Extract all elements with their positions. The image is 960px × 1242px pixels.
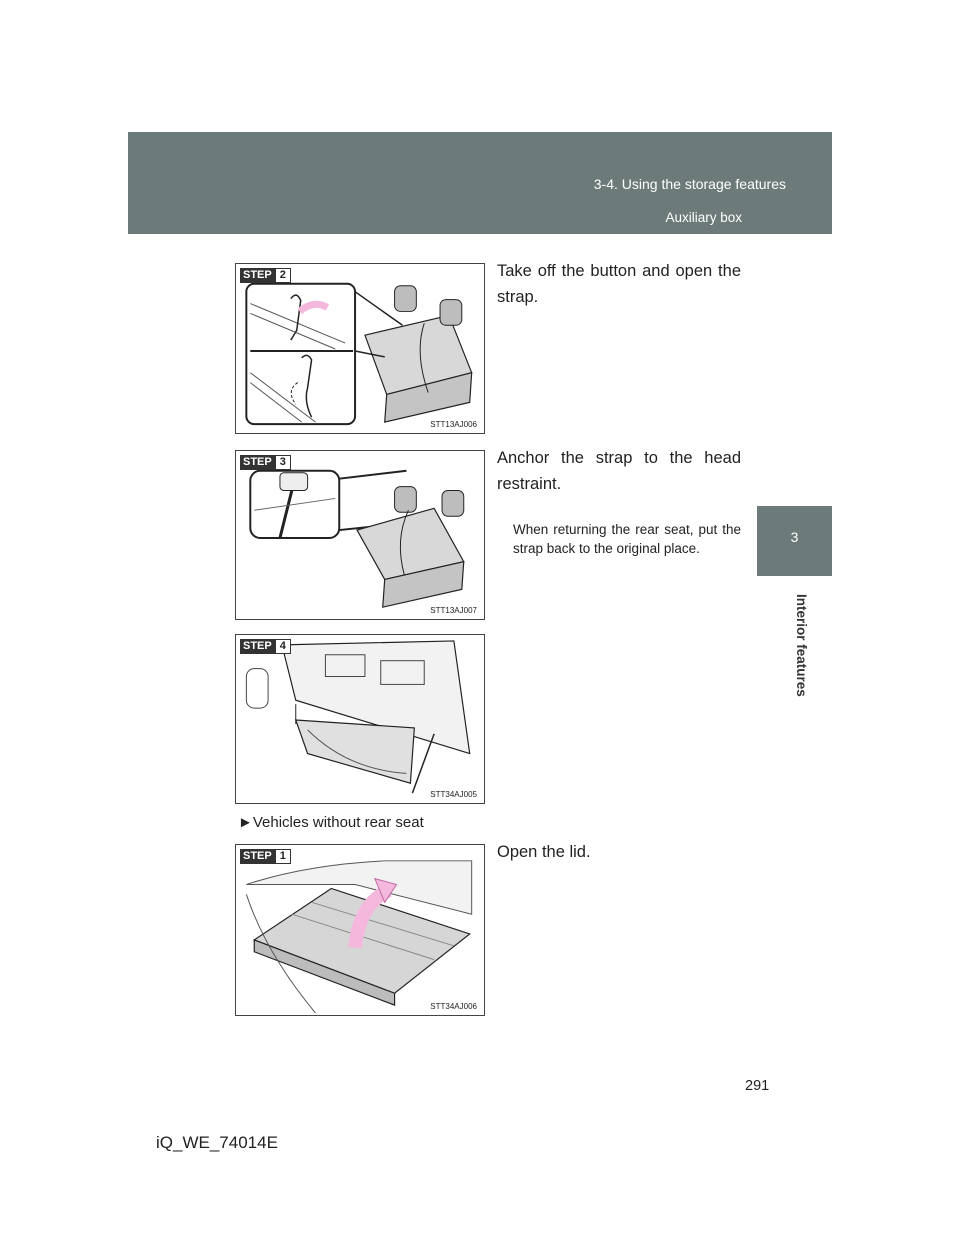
page-header: 3-4. Using the storage features Auxiliar… xyxy=(128,132,832,234)
step-label: STEP xyxy=(240,639,275,654)
page-number: 291 xyxy=(745,1078,770,1094)
seat-strap-illustration xyxy=(245,282,473,426)
step-number: 2 xyxy=(274,268,291,283)
step-number: 3 xyxy=(274,455,291,470)
auxiliary-box-illustration xyxy=(245,640,471,794)
instruction-step-1: Open the lid. xyxy=(497,843,591,861)
step-badge: STEP 1 xyxy=(240,849,291,864)
step-badge: STEP 4 xyxy=(240,639,291,654)
footer-code: iQ_WE_74014E xyxy=(156,1133,278,1152)
chapter-tab: 3 xyxy=(757,506,832,576)
figure-code: STT13AJ007 xyxy=(428,606,479,615)
section-title: 3-4. Using the storage features xyxy=(593,176,786,192)
step-label: STEP xyxy=(240,268,275,283)
vehicle-variant-heading: ►Vehicles without rear seat xyxy=(238,814,424,831)
step-number: 1 xyxy=(274,849,291,864)
instruction-step-2: Take off the button and open the strap. xyxy=(497,262,741,306)
chapter-title: Interior features xyxy=(794,594,809,697)
strap-anchor-illustration xyxy=(249,469,465,608)
step-label: STEP xyxy=(240,849,275,864)
bullet-text: Vehicles without rear seat xyxy=(252,814,424,831)
figure-step-1: STEP 1 STT34AJ006 xyxy=(235,844,485,1016)
step-badge: STEP 2 xyxy=(240,268,291,283)
lid-open-illustration xyxy=(245,860,473,1014)
figure-step-2: STEP 2 STT13AJ006 xyxy=(235,263,485,434)
step-number: 4 xyxy=(274,639,291,654)
subsection-title: Auxiliary box xyxy=(665,210,742,225)
instruction-step-3: Anchor the strap to the head restraint. xyxy=(497,449,741,493)
figure-step-3: STEP 3 STT13AJ007 xyxy=(235,450,485,620)
step-label: STEP xyxy=(240,455,275,470)
figure-code: STT34AJ005 xyxy=(428,790,479,799)
figure-step-4: STEP 4 STT34AJ005 xyxy=(235,634,485,804)
figure-code: STT34AJ006 xyxy=(428,1002,479,1011)
step-badge: STEP 3 xyxy=(240,455,291,470)
instruction-step-3-note: When returning the rear seat, put the st… xyxy=(513,522,741,556)
bullet-marker: ► xyxy=(238,814,253,831)
figure-code: STT13AJ006 xyxy=(428,420,479,429)
